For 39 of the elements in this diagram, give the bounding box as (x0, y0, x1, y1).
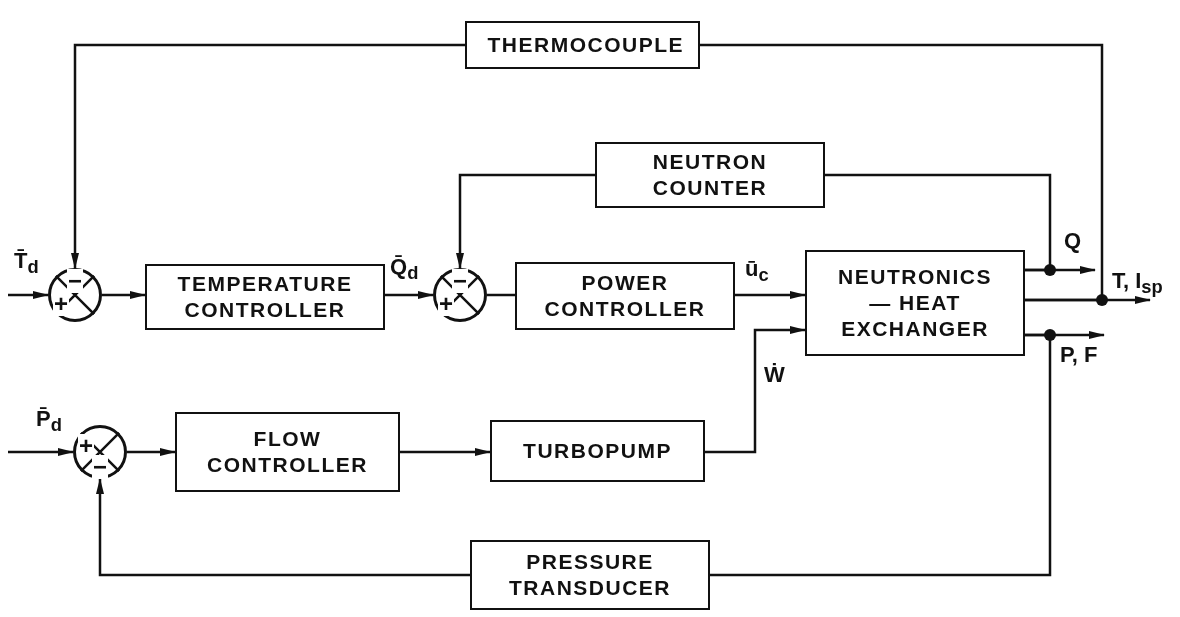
sign-label: − (67, 269, 83, 293)
sign-label: − (92, 455, 108, 479)
block-box (145, 264, 385, 330)
signal-arrow (705, 326, 806, 454)
signal-arrow (102, 291, 146, 299)
signal-label: T, I$_{sp}$ (1112, 270, 1163, 297)
sign-label: − (452, 269, 468, 293)
signal-label: P, F (1060, 344, 1098, 366)
signal-arrow (8, 291, 49, 299)
block-box (805, 250, 1025, 356)
block-box (470, 540, 710, 610)
signal-label: T̄$_{d}$ (14, 250, 39, 277)
block-box (490, 420, 705, 482)
signal-arrow (1025, 266, 1096, 274)
block-label: TURBOPUMP (523, 437, 672, 464)
block-box (175, 412, 400, 492)
signal-label: Ẇ (764, 364, 785, 386)
signal-arrow (8, 448, 74, 456)
signal-arrow (385, 291, 434, 299)
signal-arrow (1025, 296, 1151, 304)
signal-label: Q (1064, 230, 1082, 252)
block-label: NEUTRON COUNTER (651, 148, 769, 201)
signal-arrow (456, 173, 595, 269)
signal-label: ū$_{c}$ (745, 258, 769, 285)
signal-label: P̄$_{d}$ (36, 408, 62, 435)
block-box (465, 21, 700, 69)
signal-arrow (71, 43, 465, 269)
block-label: FLOW CONTROLLER (206, 425, 369, 478)
signal-arrow (127, 448, 176, 456)
signal-arrow (400, 448, 491, 456)
signal-arrow (735, 291, 806, 299)
block-label: PRESSURE TRANSDUCER (508, 548, 672, 601)
block-box (515, 262, 735, 330)
block-label: NEUTRONICS — HEAT EXCHANGER (837, 263, 993, 343)
signal-label: Q̄$_{d}$ (390, 256, 419, 283)
block-box (595, 142, 825, 208)
signal-arrow (96, 478, 470, 577)
block-label: TEMPERATURE CONTROLLER (176, 270, 354, 323)
block-label: POWER CONTROLLER (543, 269, 707, 322)
